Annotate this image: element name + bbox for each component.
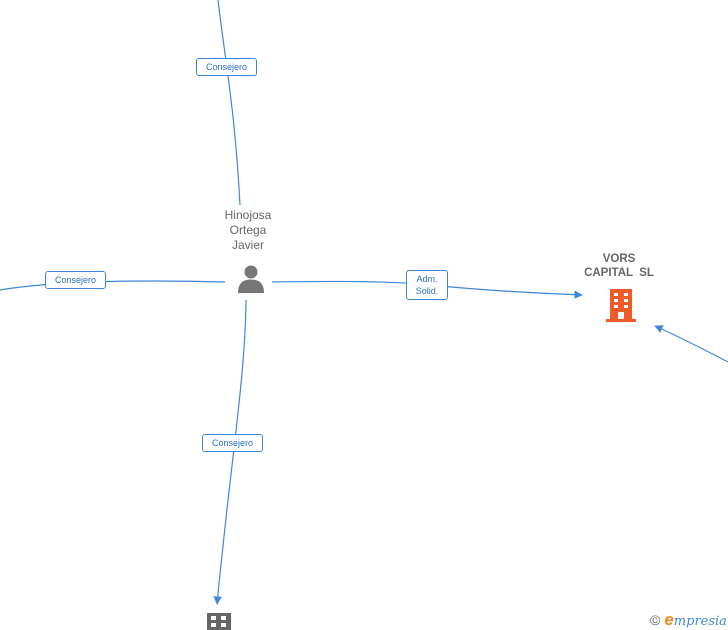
edge-top[interactable] (217, 0, 241, 206)
brand-word: mpresia (673, 614, 727, 629)
copyright-symbol: © (650, 612, 661, 628)
empresia-logo: ©empresia (650, 610, 727, 630)
name-line: VORS (602, 253, 636, 265)
edge-label-text: Adm. (416, 274, 438, 284)
edge-label-top[interactable]: Consejero (196, 58, 257, 76)
company-name[interactable]: VORS CAPITAL SL (568, 252, 670, 280)
edge-left[interactable] (0, 280, 226, 291)
edge-label-left[interactable]: Consejero (45, 271, 106, 289)
name-line: Ortega (229, 223, 267, 237)
building-icon[interactable] (605, 287, 637, 323)
person-name[interactable]: Hinojosa Ortega Javier (208, 208, 288, 253)
edge-label-right[interactable]: Adm. Solid. (406, 270, 448, 300)
building-icon[interactable] (206, 612, 232, 630)
name-line: Hinojosa (224, 208, 272, 222)
brand-e: e (664, 610, 674, 629)
edge-label-text: Consejero (211, 438, 254, 448)
edge-label-bottom[interactable]: Consejero (202, 434, 263, 452)
edge-label-text: Consejero (54, 275, 97, 285)
edge-far-right[interactable] (654, 325, 728, 363)
edge-label-text: Solid. (415, 286, 439, 296)
person-icon[interactable] (236, 264, 266, 294)
name-line: CAPITAL SL (584, 267, 654, 279)
edge-bottom[interactable] (213, 299, 247, 605)
edge-label-text: Consejero (205, 62, 248, 72)
name-line: Javier (231, 238, 264, 252)
